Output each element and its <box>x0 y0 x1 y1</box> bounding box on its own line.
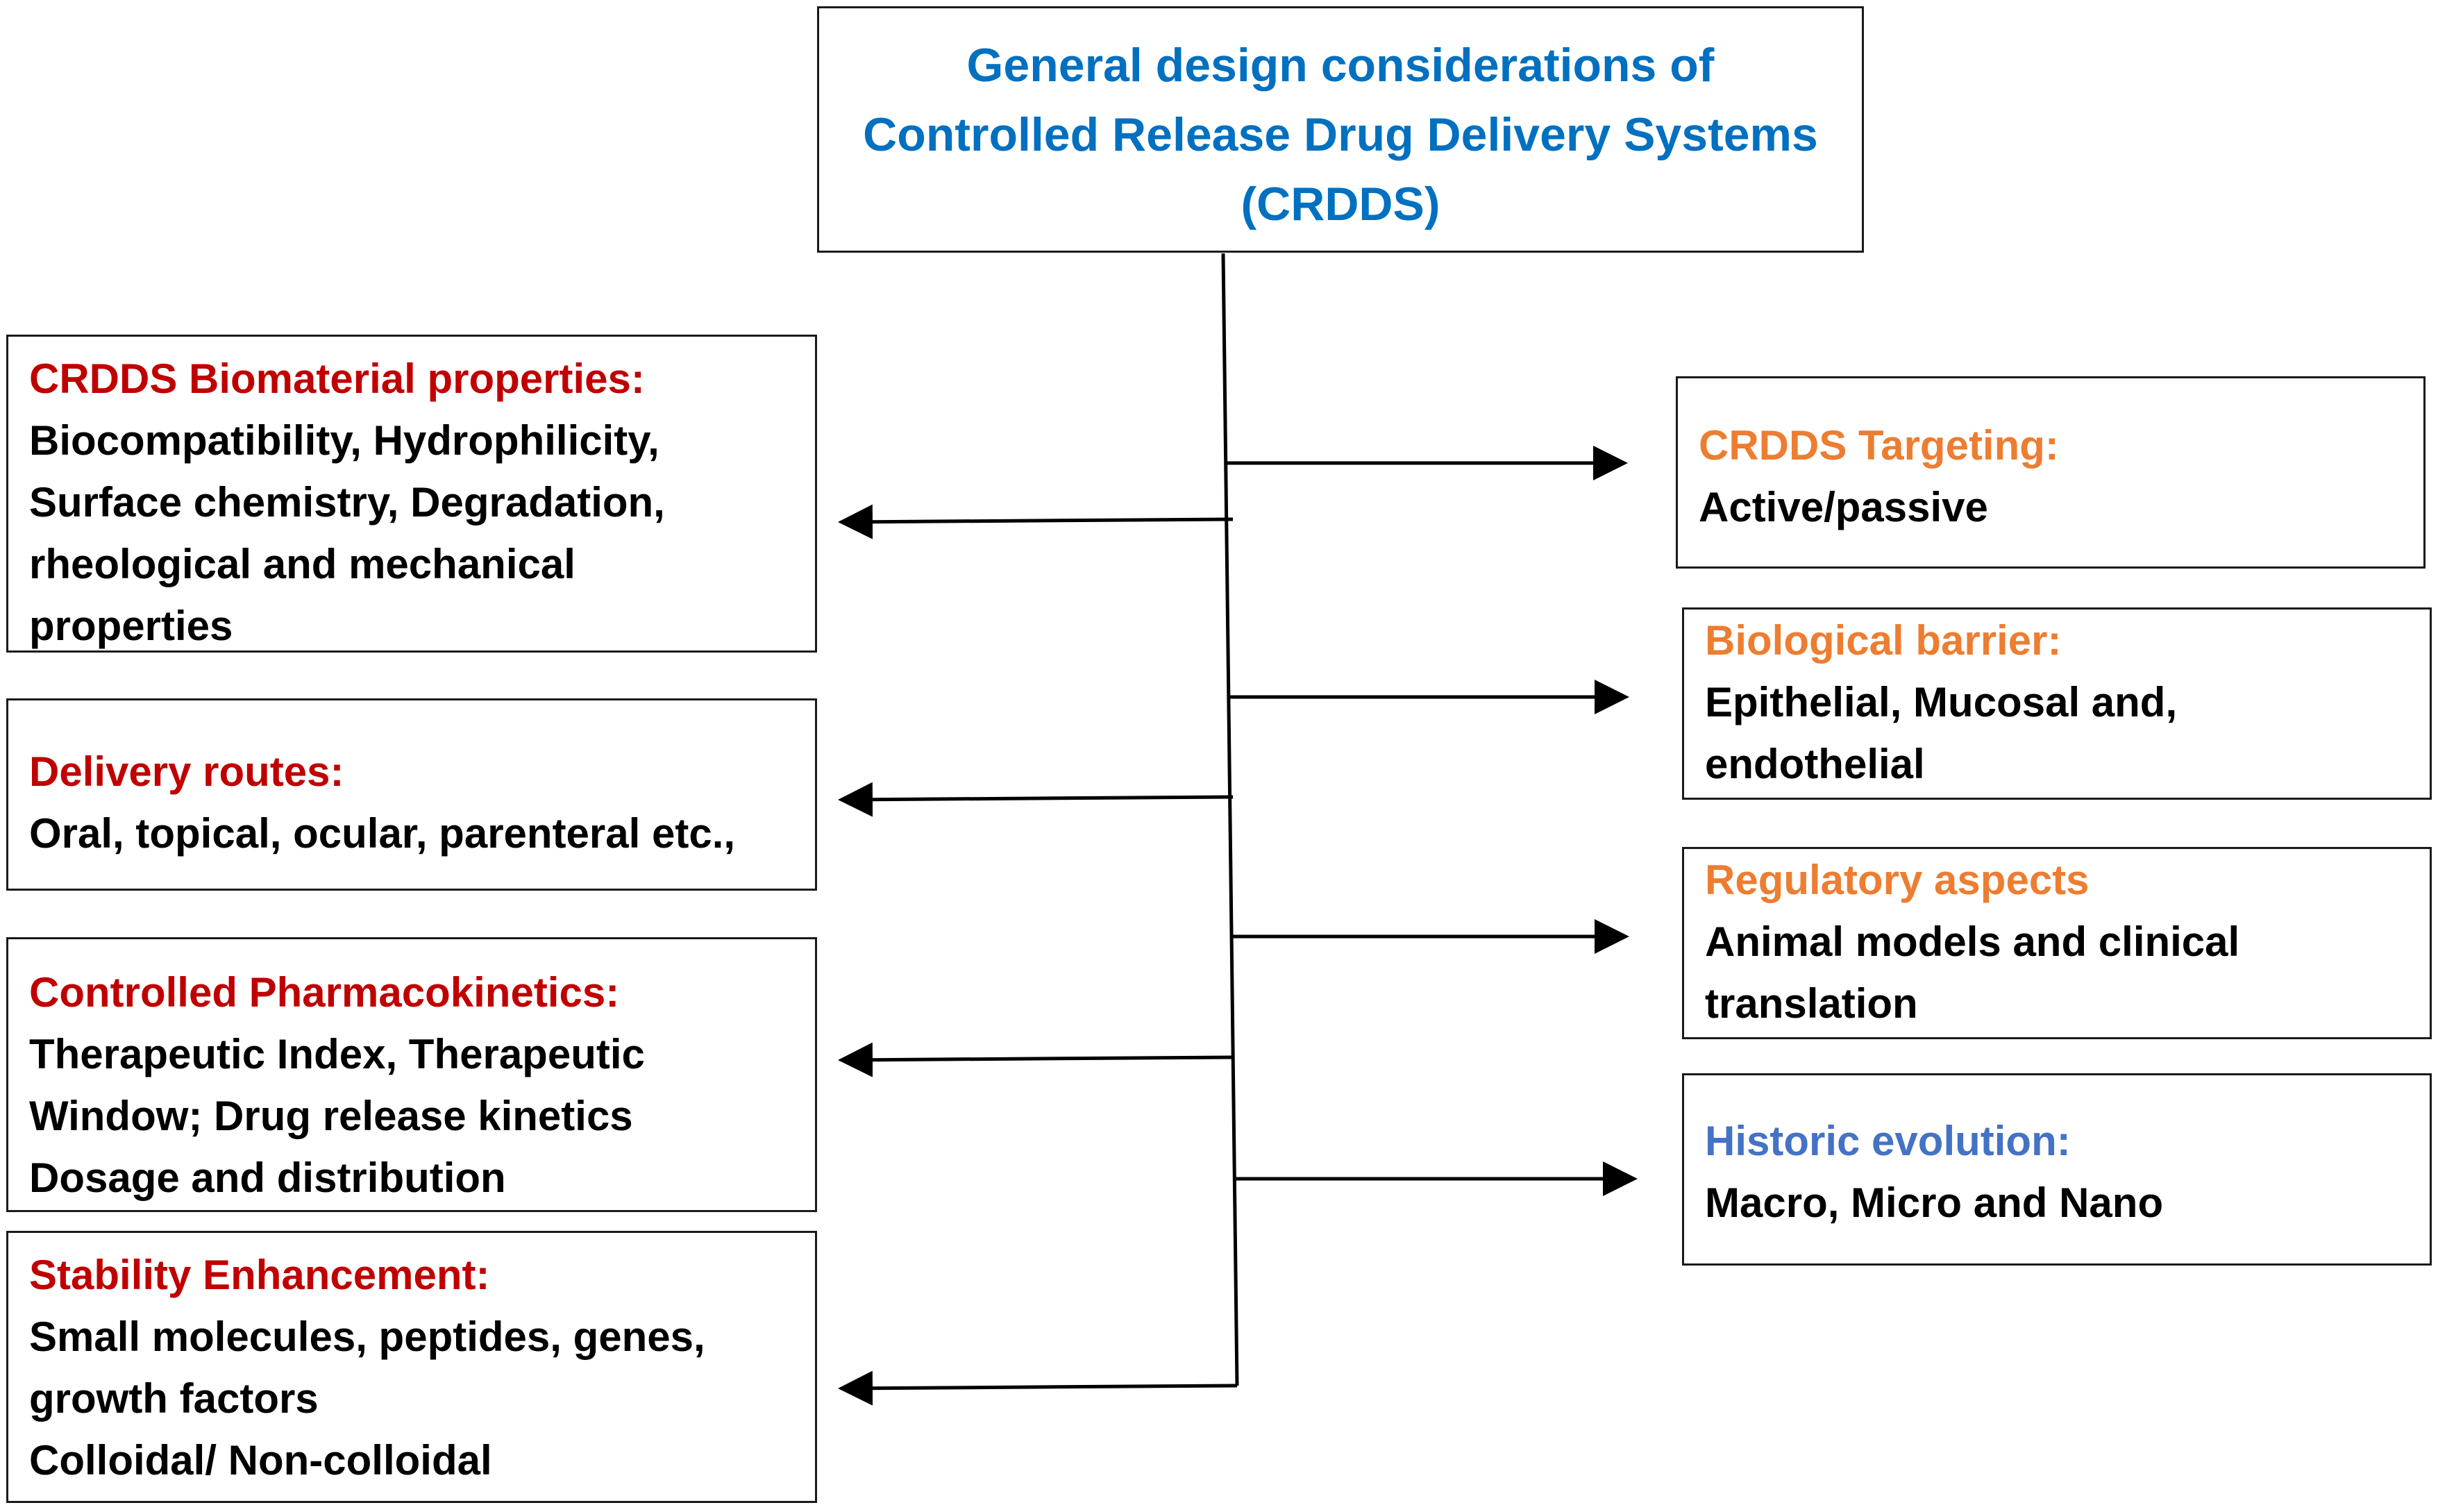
box-text-line: growth factors <box>29 1375 319 1422</box>
arrow-to-pharmacokinetics <box>838 1042 1235 1077</box>
box-text-line: translation <box>1705 980 1918 1027</box>
box-text-line: Oral, topical, ocular, parenteral etc., <box>29 810 736 857</box>
box-text-line: Biocompatibility, Hydrophilicity, <box>29 417 659 464</box>
box-text-line: rheological and mechanical <box>29 541 575 587</box>
box-text-line: Window; Drug release kinetics <box>29 1093 633 1139</box>
box-text-line: Small molecules, peptides, genes, <box>29 1313 705 1360</box>
box-text-line: Animal models and clinical <box>1705 918 2240 965</box>
box-heading: Historic evolution: <box>1705 1118 2071 1164</box>
box-text-line: Epithelial, Mucosal and, <box>1705 679 2178 725</box>
arrow-to-stability <box>838 1370 1238 1406</box>
box-heading: Stability Enhancement: <box>29 1252 490 1298</box>
controlled-pharmacokinetics-box: Controlled Pharmacokinetics: Therapeutic… <box>6 937 817 1212</box>
trunk-line <box>1221 253 1239 1386</box>
box-heading: CRDDS Targeting: <box>1699 422 2059 469</box>
title-line: Controlled Release Drug Delivery Systems <box>863 108 1818 161</box>
box-text-line: endothelial <box>1705 741 1925 787</box>
targeting-box: CRDDS Targeting: Active/passive <box>1676 376 2426 569</box>
box-text-line: Dosage and distribution <box>29 1154 506 1201</box>
regulatory-aspects-box: Regulatory aspects Animal models and cli… <box>1682 847 2432 1039</box>
title-box: General design considerations of Control… <box>817 6 1864 253</box>
box-heading: Biological barrier: <box>1705 617 2062 664</box>
arrow-to-routes <box>838 782 1234 817</box>
box-heading: Controlled Pharmacokinetics: <box>29 969 620 1016</box>
box-text-line: Macro, Micro and Nano <box>1705 1179 2164 1226</box>
arrow-to-biomaterial <box>838 504 1234 539</box>
box-heading: Delivery routes: <box>29 748 344 795</box>
delivery-routes-box: Delivery routes: Oral, topical, ocular, … <box>6 698 817 891</box>
historic-evolution-box: Historic evolution: Macro, Micro and Nan… <box>1682 1073 2432 1266</box>
title-line: General design considerations of <box>966 39 1715 92</box>
stability-enhancement-box: Stability Enhancement: Small molecules, … <box>6 1231 817 1503</box>
box-heading: CRDDS Biomaterial properties: <box>29 355 645 402</box>
title-line: (CRDDS) <box>1241 178 1440 230</box>
box-heading: Regulatory aspects <box>1705 857 2090 903</box>
box-text-line: properties <box>29 603 233 649</box>
box-text-line: Surface chemistry, Degradation, <box>29 479 665 526</box>
box-text-line: Colloidal/ Non-colloidal <box>29 1437 492 1484</box>
box-text-line: Therapeutic Index, Therapeutic <box>29 1031 645 1077</box>
biological-barrier-box: Biological barrier: Epithelial, Mucosal … <box>1682 607 2432 800</box>
box-text-line: Active/passive <box>1699 484 1988 530</box>
biomaterial-properties-box: CRDDS Biomaterial properties: Biocompati… <box>6 335 817 653</box>
